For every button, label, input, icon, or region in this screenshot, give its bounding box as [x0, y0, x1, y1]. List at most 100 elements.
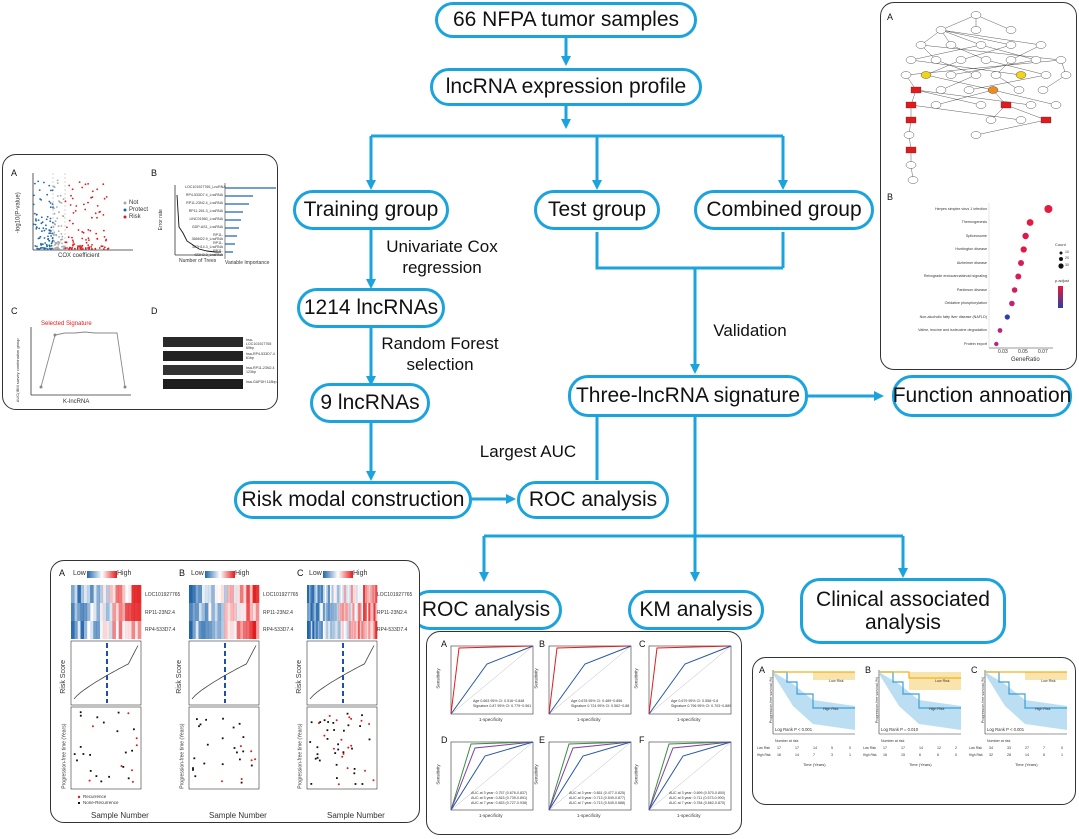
heatmap-cell [115, 621, 119, 639]
heatmap-cell [71, 603, 75, 621]
km-table-low-value: 17 [795, 746, 799, 750]
heatmap-cell [109, 621, 113, 639]
volcano-point [61, 235, 64, 238]
network-edge [925, 74, 994, 91]
heatmap-cell [71, 621, 75, 639]
heatmap-cell [356, 603, 358, 621]
heatmap-cell [239, 621, 244, 639]
network-node [987, 86, 999, 94]
clinical-analysis-text: Clinical associated analysis [816, 587, 990, 634]
pfs-point [351, 747, 353, 750]
pfs-point [117, 711, 120, 714]
volcano-point [64, 200, 67, 203]
volcano-point [105, 238, 108, 241]
pfs-point [332, 747, 335, 750]
legend-protect: Protect [129, 207, 149, 213]
heatmap-cell [195, 585, 199, 603]
pfs-point [360, 719, 363, 722]
heatmap-cell [319, 603, 322, 621]
km-low-ci [813, 672, 855, 680]
roc-ylabel: Sensitivity [435, 764, 441, 785]
volcano-point [90, 248, 93, 250]
km-analysis-box: KM analysis [628, 590, 764, 630]
volcano-point [60, 202, 63, 204]
none-recurrence-legend-mark [78, 802, 80, 804]
network-edge [935, 59, 977, 76]
pfs-point [346, 712, 349, 715]
heatmap-cell [99, 603, 104, 621]
selected-signature-label: Selected Signature [41, 321, 92, 327]
heatmap-cell [233, 603, 237, 621]
heatmap-cell [121, 585, 126, 603]
heatmap-cell [347, 603, 350, 621]
volcano-point [56, 246, 58, 249]
volcano-point [48, 239, 51, 242]
heatmap-cell [217, 621, 222, 639]
low-label-b: Low [191, 570, 204, 577]
volcano-point [58, 241, 61, 244]
pfs-point [236, 751, 238, 754]
km-table-high-value: 3 [831, 753, 833, 757]
volcano-point [54, 223, 56, 226]
network-node [945, 71, 957, 79]
heatmap-cell [333, 603, 336, 621]
km-pvalue: Log Rank P < 0.001 [987, 727, 1025, 732]
network-node [963, 86, 975, 94]
heatmap-cell [189, 585, 193, 603]
pfs-point [334, 752, 337, 754]
km-table-high-value: 28 [1007, 753, 1011, 757]
heatmap-cell [342, 621, 344, 639]
heatmap-cell [338, 585, 341, 603]
network-node [975, 101, 987, 109]
volcano-point [71, 239, 74, 242]
heatmap-cell [345, 585, 348, 603]
volcano-point [81, 231, 84, 233]
heatmap-cell [321, 603, 323, 621]
roc-frame [548, 645, 632, 715]
function-graphics [900, 11, 1072, 349]
volcano-point [82, 248, 84, 250]
volcano-point [52, 226, 55, 228]
pfs-point [89, 770, 92, 772]
roc-label-f: F [639, 735, 645, 745]
heatmap-cell [204, 621, 209, 639]
pfs-point [120, 765, 123, 767]
network-node [907, 176, 919, 184]
pfs-point [361, 714, 363, 717]
pfs-point [240, 781, 243, 784]
pfs-point [316, 746, 319, 749]
heatmap-cell [236, 585, 241, 603]
roc-legend-text: Age 0.678 95% CI: 0.489~0.856 [571, 699, 623, 703]
volcano-point [50, 235, 52, 237]
heatmap-cell [363, 621, 365, 639]
pfs-point [133, 728, 135, 731]
km-table-low-value: 27 [1025, 746, 1029, 750]
legend-not: Not [129, 200, 139, 206]
heat-label-a: A [59, 568, 66, 578]
heatmap-cell [198, 585, 202, 603]
volcano-point [36, 245, 38, 248]
gene-b-1: LOC101927765 [263, 592, 299, 598]
volcano-point [101, 245, 104, 248]
kegg-term-label: Protein export [964, 341, 987, 346]
heatmap-cell [211, 621, 215, 639]
volcano-point [52, 185, 54, 188]
roc-legend-text: AUC at 7 year: 0.713 (0.549-0.688) [569, 801, 626, 805]
heatmap-cell [359, 621, 362, 639]
volcano-point [32, 203, 35, 206]
heatmap-cell [106, 585, 110, 603]
samples-text: 66 NFPA tumor samples [452, 8, 680, 32]
network-edge [1005, 104, 1047, 121]
heatmap-cell [218, 585, 222, 603]
sample-number-b: Sample Number [209, 811, 267, 820]
network-node [980, 56, 992, 64]
pfs-point [327, 721, 329, 723]
heatmap-cell [224, 603, 228, 621]
pfs-point [82, 753, 85, 755]
pfs-point [194, 775, 197, 778]
pfs-point [336, 777, 338, 779]
network-node [930, 101, 942, 109]
pfs-point [341, 755, 344, 758]
volcano-point [46, 245, 48, 248]
volcano-point [90, 246, 93, 248]
